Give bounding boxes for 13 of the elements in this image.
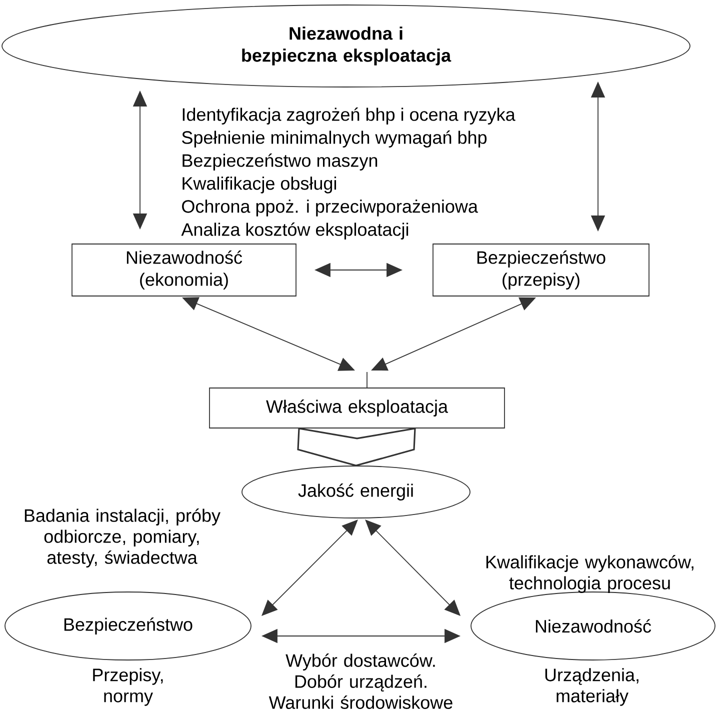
note-text: Badania instalacji, próby odbiorcze, pomiary, atesty, świadectwa (24, 508, 220, 568)
chevron-arrow (297, 427, 416, 466)
list-item: Kwalifikacje obsługi (182, 176, 336, 194)
process-box: Właściwa eksploatacja (209, 388, 505, 428)
list-item: Spełnienie minimalnych wymagań bhp (182, 130, 487, 148)
edge-label: Wybór dostawców. Dobór urządzeń. Warunki środowiskowe (268, 654, 452, 709)
process-box: Niezawodność (ekonomia) (72, 244, 296, 296)
process-box: Bezpieczeństwo (przepisy) (432, 244, 650, 296)
list-item: Analiza kosztów eksploatacji (181, 222, 408, 240)
list-item: Bezpieczeństwo maszyn (182, 154, 378, 170)
list-item: Ochrona ppoż. i przeciwporażeniowa (182, 200, 478, 216)
note-text: Kwalifikacje wykonawców, technologia procesu (486, 555, 694, 593)
list-item: Identyfikacja zagrożeń bhp i ocena ryzyka (182, 108, 516, 124)
